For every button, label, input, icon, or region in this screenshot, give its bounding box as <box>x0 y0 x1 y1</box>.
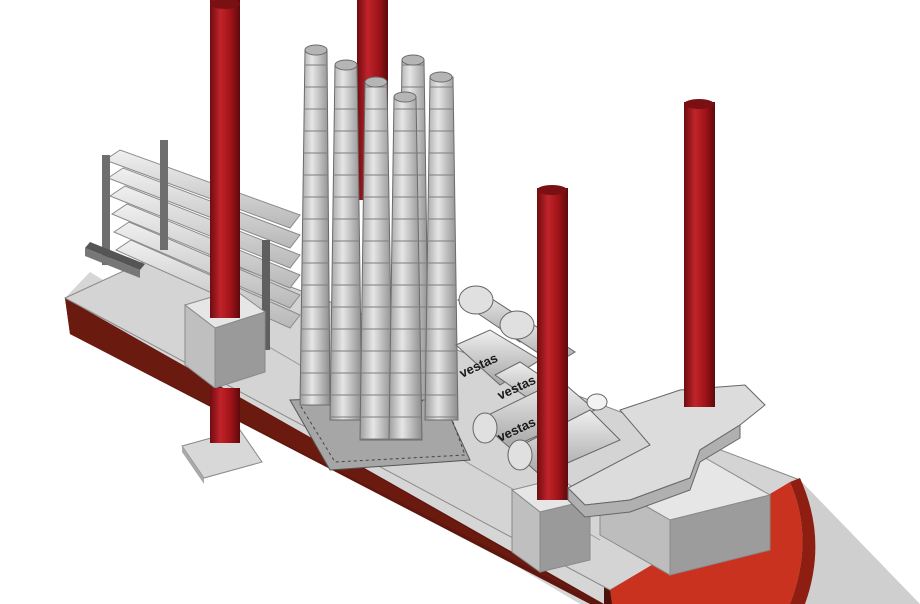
tower-5 <box>359 76 394 441</box>
jack-up-leg-right-rear <box>684 99 715 407</box>
jack-up-leg-right-front <box>537 185 568 500</box>
tower-4 <box>424 71 459 421</box>
tower-6 <box>388 91 423 441</box>
tower-sections <box>299 44 459 441</box>
tower-1 <box>299 44 331 406</box>
bridge-structure <box>567 384 766 518</box>
jack-up-leg-left <box>210 0 240 443</box>
tower-2 <box>329 59 363 421</box>
